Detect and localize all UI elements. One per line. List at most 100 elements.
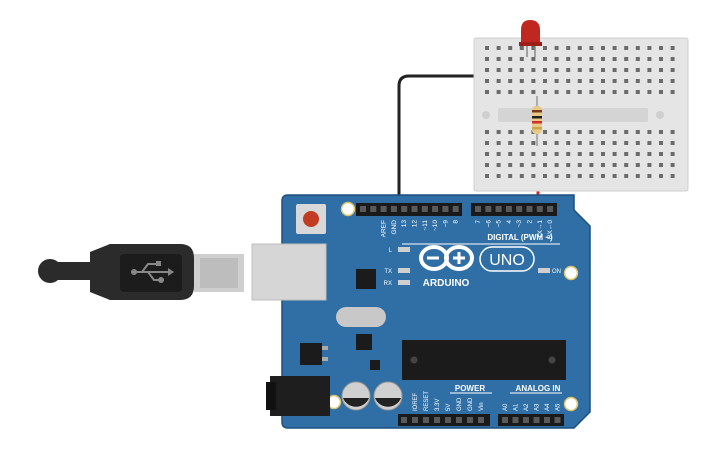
breadboard-hole[interactable] — [624, 130, 629, 134]
breadboard-hole[interactable] — [508, 68, 513, 72]
digital-pin[interactable] — [485, 206, 492, 212]
breadboard-hole[interactable] — [508, 79, 513, 83]
digital-pin[interactable] — [495, 206, 502, 212]
breadboard-hole[interactable] — [519, 46, 524, 50]
breadboard-hole[interactable] — [519, 57, 524, 61]
breadboard-hole[interactable] — [566, 68, 571, 72]
breadboard-hole[interactable] — [589, 174, 594, 178]
breadboard-hole[interactable] — [647, 141, 652, 145]
breadboard-hole[interactable] — [519, 163, 524, 167]
digital-pin[interactable] — [526, 206, 533, 212]
breadboard-hole[interactable] — [589, 141, 594, 145]
breadboard-hole[interactable] — [659, 141, 663, 145]
breadboard-hole[interactable] — [612, 46, 617, 50]
breadboard-hole[interactable] — [577, 68, 582, 72]
digital-pin[interactable] — [442, 206, 449, 212]
breadboard-hole[interactable] — [612, 163, 617, 167]
breadboard-hole[interactable] — [485, 152, 489, 156]
breadboard-hole[interactable] — [659, 46, 663, 50]
breadboard-hole[interactable] — [612, 79, 617, 83]
breadboard-hole[interactable] — [659, 174, 663, 178]
breadboard-hole[interactable] — [589, 68, 594, 72]
breadboard-hole[interactable] — [601, 152, 605, 156]
breadboard-hole[interactable] — [496, 90, 501, 94]
breadboard-hole[interactable] — [635, 46, 640, 50]
breadboard-hole[interactable] — [659, 79, 663, 83]
usb-cable[interactable] — [38, 244, 244, 300]
digital-pin[interactable] — [360, 206, 366, 212]
breadboard-hole[interactable] — [624, 46, 629, 50]
analog-pin[interactable] — [554, 417, 561, 423]
power-pin[interactable] — [467, 417, 473, 423]
breadboard-hole[interactable] — [519, 68, 524, 72]
breadboard-hole[interactable] — [508, 152, 513, 156]
resistor[interactable] — [532, 96, 542, 146]
digital-pin[interactable] — [475, 206, 481, 212]
digital-pin[interactable] — [380, 206, 387, 212]
digital-pin[interactable] — [516, 206, 523, 212]
breadboard-hole[interactable] — [670, 152, 675, 156]
breadboard-hole[interactable] — [624, 57, 629, 61]
breadboard-hole[interactable] — [531, 57, 536, 61]
breadboard-hole[interactable] — [519, 90, 524, 94]
breadboard-hole[interactable] — [519, 152, 524, 156]
breadboard-hole[interactable] — [601, 68, 605, 72]
breadboard-hole[interactable] — [659, 57, 663, 61]
breadboard-hole[interactable] — [577, 174, 582, 178]
digital-pin[interactable] — [547, 206, 554, 212]
digital-pin[interactable] — [421, 206, 428, 212]
digital-pin[interactable] — [432, 206, 439, 212]
breadboard-hole[interactable] — [612, 152, 617, 156]
breadboard-hole[interactable] — [554, 90, 559, 94]
breadboard-hole[interactable] — [496, 174, 501, 178]
breadboard-hole[interactable] — [554, 152, 559, 156]
breadboard-hole[interactable] — [543, 57, 547, 61]
power-pin[interactable] — [412, 417, 418, 423]
breadboard-hole[interactable] — [566, 141, 571, 145]
breadboard-hole[interactable] — [589, 90, 594, 94]
breadboard-hole[interactable] — [635, 174, 640, 178]
digital-pin[interactable] — [452, 206, 459, 212]
breadboard-hole[interactable] — [659, 130, 663, 134]
breadboard-hole[interactable] — [508, 90, 513, 94]
breadboard-hole[interactable] — [670, 174, 675, 178]
breadboard-hole[interactable] — [624, 163, 629, 167]
breadboard-hole[interactable] — [554, 130, 559, 134]
breadboard-hole[interactable] — [612, 174, 617, 178]
breadboard-hole[interactable] — [589, 46, 594, 50]
red-led[interactable] — [519, 20, 542, 57]
breadboard-hole[interactable] — [647, 68, 652, 72]
breadboard-hole[interactable] — [577, 152, 582, 156]
breadboard-hole[interactable] — [519, 174, 524, 178]
breadboard-hole[interactable] — [508, 174, 513, 178]
reset-button[interactable] — [296, 204, 326, 234]
breadboard-hole[interactable] — [531, 79, 536, 83]
breadboard-hole[interactable] — [577, 46, 582, 50]
breadboard-hole[interactable] — [635, 152, 640, 156]
breadboard-hole[interactable] — [647, 152, 652, 156]
digital-pin[interactable] — [401, 206, 408, 212]
breadboard-hole[interactable] — [531, 163, 536, 167]
breadboard-hole[interactable] — [577, 90, 582, 94]
breadboard-hole[interactable] — [531, 141, 536, 145]
breadboard-hole[interactable] — [566, 46, 571, 50]
breadboard-hole[interactable] — [566, 130, 571, 134]
breadboard-hole[interactable] — [624, 141, 629, 145]
breadboard-hole[interactable] — [601, 46, 605, 50]
breadboard-hole[interactable] — [601, 79, 605, 83]
breadboard-hole[interactable] — [496, 141, 501, 145]
breadboard-hole[interactable] — [485, 130, 489, 134]
breadboard-hole[interactable] — [543, 174, 547, 178]
breadboard-hole[interactable] — [670, 79, 675, 83]
breadboard-hole[interactable] — [508, 46, 513, 50]
breadboard-hole[interactable] — [670, 57, 675, 61]
power-pin[interactable] — [423, 417, 429, 423]
breadboard-hole[interactable] — [543, 46, 547, 50]
breadboard-hole[interactable] — [566, 57, 571, 61]
breadboard-hole[interactable] — [485, 79, 489, 83]
breadboard-hole[interactable] — [577, 141, 582, 145]
breadboard-hole[interactable] — [508, 163, 513, 167]
breadboard-hole[interactable] — [589, 163, 594, 167]
breadboard-hole[interactable] — [519, 79, 524, 83]
breadboard-hole[interactable] — [508, 141, 513, 145]
